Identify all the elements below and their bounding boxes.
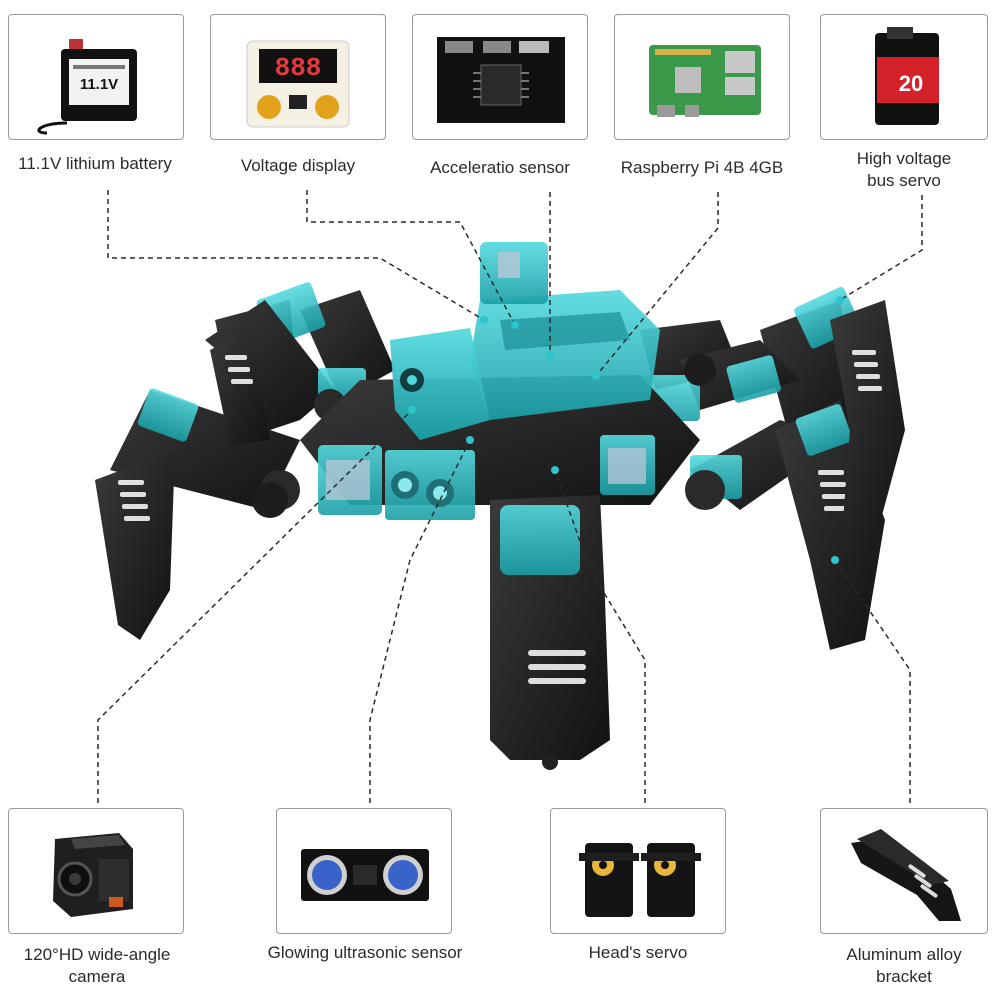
bracket-label-line1: Aluminum alloy <box>846 945 962 964</box>
battery-image-box: 11.1V <box>8 14 184 140</box>
voltage-display-label: Voltage display <box>240 156 356 175</box>
head-servo-image-box <box>550 808 726 934</box>
svg-text:888: 888 <box>275 53 322 83</box>
voltage-display-icon: 888 <box>246 40 350 128</box>
raspberry-pi-label: Raspberry Pi 4B 4GB <box>620 158 784 177</box>
accel-sensor-label: Acceleratio sensor <box>430 158 570 177</box>
bracket-label-line2: bracket <box>876 967 932 986</box>
battery-label: 11.1V lithium battery <box>18 154 172 173</box>
hv-servo-label: High voltage bus servo <box>812 148 996 192</box>
bracket-image-box <box>820 808 988 934</box>
hv-servo-label-line1: High voltage <box>856 149 952 168</box>
camera-label-line1: 120°HD wide-angle <box>23 945 171 964</box>
ultrasonic-label: Glowing ultrasonic sensor <box>267 943 463 962</box>
voltage-display-image-box: 888 <box>210 14 386 140</box>
raspberry-pi-board-icon <box>649 45 761 117</box>
accelerometer-chip-icon <box>437 37 565 123</box>
camera-label-line2: camera <box>68 967 126 986</box>
hv-servo-image-box: 20 <box>820 14 988 140</box>
svg-text:11.1V: 11.1V <box>80 76 118 93</box>
head-servo-label: Head's servo <box>588 943 688 962</box>
battery-icon: 11.1V <box>37 39 137 135</box>
ultrasonic-image-box <box>276 808 452 934</box>
camera-icon <box>53 833 133 917</box>
bracket-icon <box>851 829 961 921</box>
hv-servo-label-line2: bus servo <box>867 171 941 190</box>
camera-label: 120°HD wide-angle camera <box>2 944 192 988</box>
ultrasonic-sensor-icon <box>301 849 429 901</box>
bus-servo-icon: 20 <box>875 27 939 125</box>
raspberry-pi-image-box <box>614 14 790 140</box>
svg-text:20: 20 <box>899 71 923 96</box>
accel-sensor-image-box <box>412 14 588 140</box>
servo-pair-icon <box>579 843 701 917</box>
bracket-label: Aluminum alloy bracket <box>806 944 1000 988</box>
camera-image-box <box>8 808 184 934</box>
